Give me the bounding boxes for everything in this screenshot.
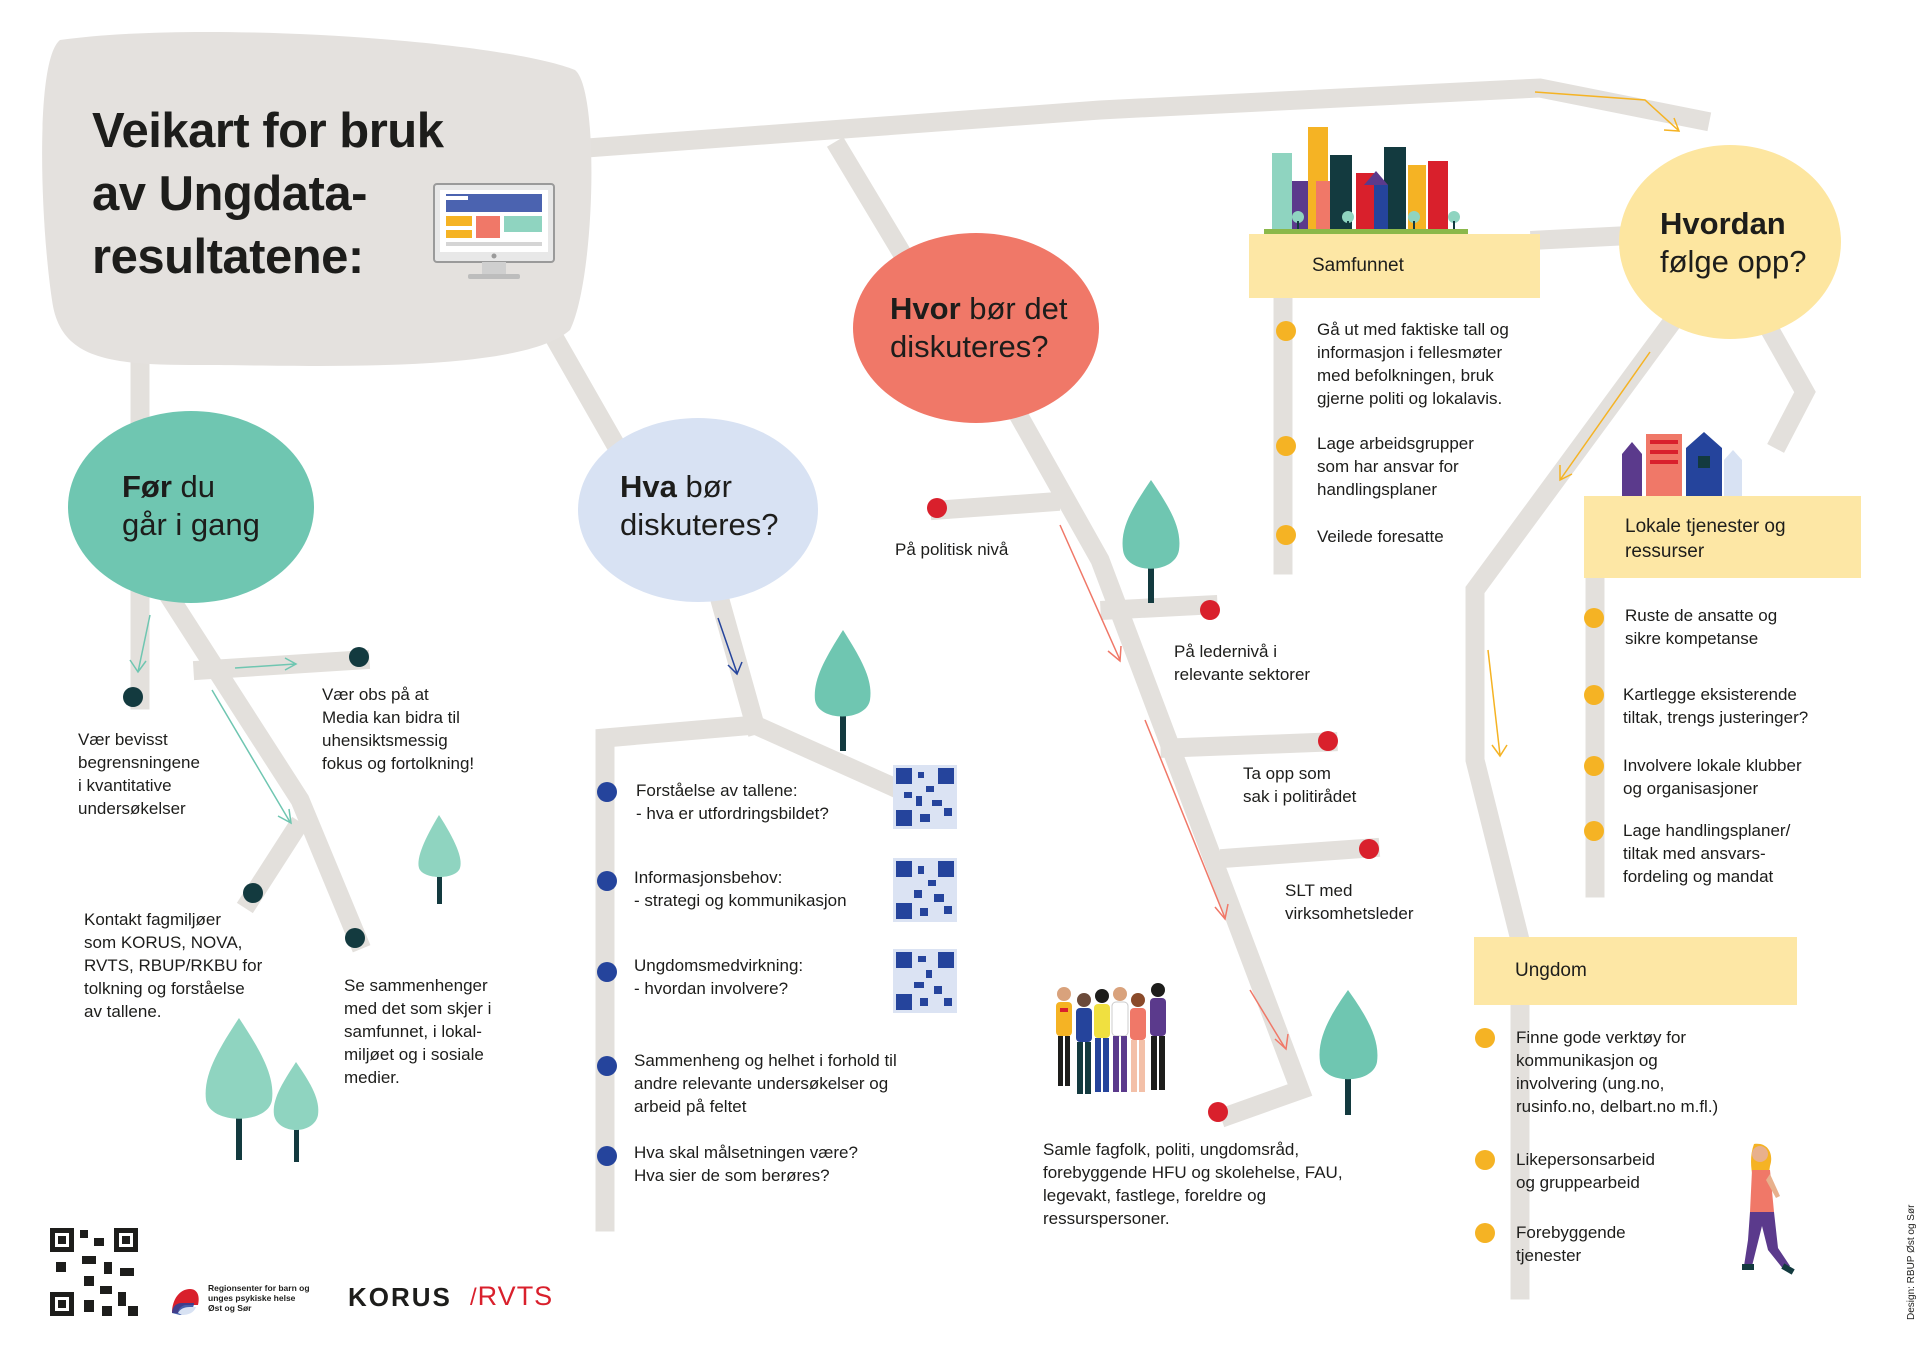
design-credit: Design: RBUP Øst og Sør: [1906, 1204, 1917, 1320]
ungdom-item: Finne gode verktøy for kommunikasjon og …: [1516, 1028, 1719, 1116]
what-item: Ungdomsmedvirkning: - hvordan involvere?: [634, 956, 804, 998]
samfunnet-label: Samfunnet: [1312, 255, 1404, 276]
dots-where: [927, 498, 1379, 1122]
samfunnet-band: Samfunnet: [1249, 234, 1540, 298]
lokale-item: Ruste de ansatte og sikre kompetanse: [1625, 606, 1778, 648]
what-item: Sammenheng og helhet i forhold til andre…: [634, 1051, 897, 1116]
bubble-hvordan: [1619, 145, 1841, 339]
dots-before: [123, 647, 369, 948]
before-item: Se sammenhenger med det som skjer i samf…: [344, 976, 492, 1087]
what-item: Hva skal målsetningen være? Hva sier de …: [634, 1143, 858, 1185]
tree-icon: [1319, 990, 1378, 1115]
tree-icon: [205, 1018, 273, 1160]
rvts-text: RVTS: [477, 1281, 554, 1311]
dots-follow-up: [1276, 321, 1604, 1243]
where-item: Ta opp som sak i politirådet: [1243, 764, 1357, 806]
rvts-logo: /RVTS: [470, 1281, 554, 1311]
page-title: Veikart for bruk av Ungdata- resultatene…: [92, 100, 512, 289]
ungdom-item: Likepersonsarbeid og gruppearbeid: [1516, 1150, 1655, 1192]
ungdom-item: Forebyggende tjenester: [1516, 1223, 1626, 1265]
qr-code-icon: [893, 858, 957, 922]
qr-code-icon: [893, 765, 957, 829]
ungdom-label: Ungdom: [1515, 960, 1587, 981]
samfunnet-item: Lage arbeidsgrupper som har ansvar for h…: [1317, 434, 1474, 499]
bubble-for-du-label: Før du går i gang: [122, 469, 260, 542]
lokale-label: Lokale tjenester og ressurser: [1625, 516, 1786, 562]
lokale-item: Involvere lokale klubber og organisasjon…: [1623, 756, 1802, 798]
direction-arrows: [129, 91, 1681, 1051]
qr-code-icon: [893, 949, 957, 1013]
korus-logo: KORUS: [348, 1282, 452, 1312]
houses-icon: [1620, 430, 1744, 498]
dots-what: [597, 782, 617, 1166]
walking-girl-icon: [1734, 1140, 1796, 1280]
people-group-icon: [1050, 978, 1178, 1104]
where-item: Samle fagfolk, politi, ungdomsråd, foreb…: [1043, 1140, 1343, 1228]
lokale-item: Lage handlingsplaner/ tiltak med ansvars…: [1623, 821, 1791, 886]
before-item: Vær bevisst begrensningene i kvantitativ…: [78, 730, 200, 818]
before-item: Kontakt fagmiljøer som KORUS, NOVA, RVTS…: [84, 910, 263, 1021]
page-title-text: Veikart for bruk av Ungdata- resultatene…: [92, 104, 444, 284]
where-item: På ledernivå i relevante sektorer: [1174, 642, 1311, 684]
tree-icon: [1122, 480, 1180, 603]
tree-icon: [418, 815, 461, 904]
where-item: SLT med virksomhetsleder: [1285, 881, 1414, 923]
bubble-hvor: [853, 233, 1099, 423]
tree-icon: [273, 1062, 319, 1162]
rbup-text: Regionsenter for barn og unges psykiske …: [208, 1283, 310, 1313]
title-blob: [42, 31, 592, 366]
lokale-item: Kartlegge eksisterende tiltak, trengs ju…: [1623, 685, 1809, 727]
qr-code-icon: [50, 1228, 138, 1316]
city-icon: [1264, 125, 1468, 237]
samfunnet-item: Veilede foresatte: [1317, 527, 1444, 546]
bubble-for-du: [68, 411, 314, 603]
bubble-hva: [578, 418, 818, 602]
roads: [130, 78, 1816, 1300]
bubble-hvordan-label: Hvordan følge opp?: [1660, 206, 1807, 279]
before-item: Vær obs på at Media kan bidra til uhensi…: [322, 685, 475, 773]
what-item: Informasjonsbehov: - strategi og kommuni…: [634, 868, 847, 910]
bubble-hvor-label: Hvor bør det diskuteres?: [890, 291, 1068, 364]
rbup-logo-icon: [168, 1283, 202, 1317]
bubble-hva-label: Hva bør diskuteres?: [620, 469, 779, 542]
tree-icon: [814, 630, 871, 751]
computer-icon: [432, 182, 556, 282]
samfunnet-item: Gå ut med faktiske tall og informasjon i…: [1317, 320, 1509, 408]
what-item: Forståelse av tallene: - hva er utfordri…: [636, 781, 829, 823]
where-item: På politisk nivå: [895, 540, 1009, 559]
lokale-band: Lokale tjenester og ressurser: [1584, 496, 1861, 578]
ungdom-band: Ungdom: [1474, 937, 1797, 1005]
